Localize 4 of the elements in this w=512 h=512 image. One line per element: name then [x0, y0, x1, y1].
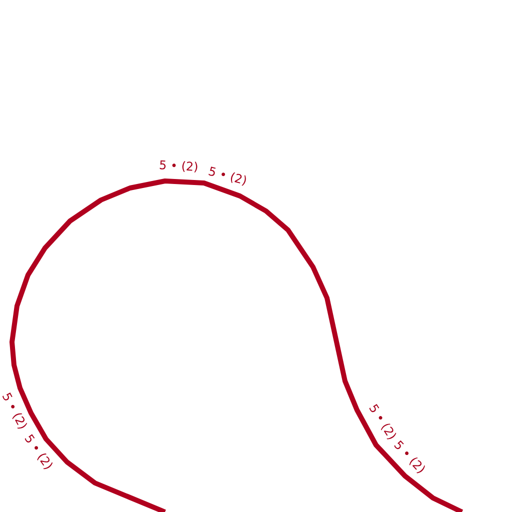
route-label: 5 • (2) [206, 165, 248, 187]
route-label: 5 • (2) [0, 390, 29, 432]
route-label: 5 • (2) [158, 158, 198, 174]
route-label: 5 • (2) [22, 432, 54, 472]
